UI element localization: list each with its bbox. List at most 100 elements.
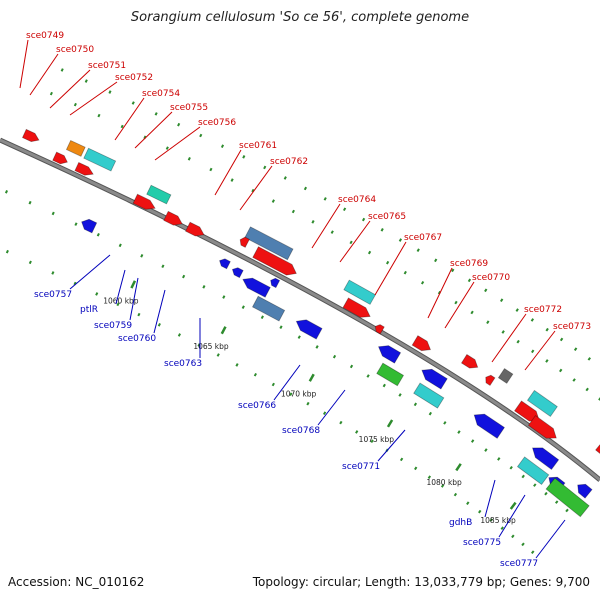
gene-forward-shape xyxy=(244,226,294,261)
forward-gene-label: sce0754 xyxy=(142,89,180,99)
reverse-gene-label: sce0768 xyxy=(282,426,320,436)
gene-forward xyxy=(163,210,183,226)
gene-forward-shape xyxy=(83,147,117,172)
forward-gene-label: sce0751 xyxy=(88,61,126,71)
forward-leader-line xyxy=(69,81,118,116)
minor-tick-inner xyxy=(509,465,513,470)
minor-tick-mid xyxy=(572,378,576,382)
minor-tick-mid xyxy=(501,330,505,334)
gene-reverse-shape xyxy=(219,258,231,270)
minor-tick-outer xyxy=(303,186,308,191)
minor-tick-mid xyxy=(230,178,234,182)
reverse-gene-label: sce0777 xyxy=(500,559,538,569)
minor-tick-inner-far xyxy=(137,312,141,317)
gene-forward xyxy=(132,193,156,210)
minor-tick-inner-far xyxy=(466,501,470,505)
minor-tick-mid xyxy=(330,230,334,234)
reverse-leader-line xyxy=(129,277,139,321)
minor-tick-inner-far xyxy=(414,466,418,471)
gene-reverse xyxy=(421,368,448,390)
minor-tick-outer xyxy=(573,347,578,351)
forward-gene-label: sce0772 xyxy=(524,305,562,315)
gene-forward xyxy=(526,389,558,417)
gene-reverse xyxy=(81,218,98,234)
gene-reverse xyxy=(219,258,231,270)
reverse-leader-line xyxy=(535,519,566,559)
gene-reverse-shape xyxy=(251,295,286,322)
minor-tick-inner xyxy=(443,421,447,425)
minor-tick-inner xyxy=(554,500,559,504)
gene-reverse xyxy=(413,382,445,409)
minor-tick-inner-far xyxy=(116,302,120,307)
minor-tick-outer xyxy=(199,133,203,138)
minor-tick-inner-far xyxy=(440,484,445,488)
minor-tick-outer xyxy=(451,268,455,273)
forward-leader-line xyxy=(154,126,201,161)
minor-tick-outer xyxy=(484,288,488,293)
minor-tick-mid xyxy=(367,250,372,255)
forward-gene-label: sce0761 xyxy=(239,141,277,151)
gene-forward-shape xyxy=(185,221,205,237)
minor-tick-inner xyxy=(222,295,226,299)
forward-leader-line xyxy=(114,97,145,141)
minor-tick-inner-far xyxy=(339,420,343,425)
forward-gene-label: sce0749 xyxy=(26,31,64,41)
minor-tick-inner-far xyxy=(253,372,257,377)
minor-tick-inner-far xyxy=(399,457,404,462)
gene-forward-shape xyxy=(527,415,557,439)
minor-tick-mid xyxy=(73,102,77,107)
forward-leader-line xyxy=(374,241,407,296)
minor-tick-inner xyxy=(96,232,100,237)
gene-forward-shape xyxy=(342,297,371,318)
gene-reverse xyxy=(270,277,281,289)
major-tick xyxy=(220,326,227,335)
reverse-leader-line xyxy=(317,389,346,426)
gene-reverse xyxy=(545,477,590,518)
minor-tick-outer xyxy=(545,327,549,332)
forward-leader-line xyxy=(239,165,273,211)
forward-gene-label: sce0755 xyxy=(170,103,208,113)
figure-title: Sorangium cellulosum 'So ce 56', complet… xyxy=(130,10,470,25)
reverse-leader-line xyxy=(484,479,496,518)
forward-leader-line xyxy=(19,39,29,89)
minor-tick-mid xyxy=(531,349,535,354)
minor-tick-mid xyxy=(486,320,490,325)
forward-leader-line xyxy=(134,111,173,149)
minor-tick-inner xyxy=(521,474,525,479)
major-tick xyxy=(308,373,315,382)
minor-tick-inner-far xyxy=(177,333,181,337)
forward-gene-label: sce0767 xyxy=(404,233,442,243)
minor-tick-mid xyxy=(420,280,425,285)
forward-leader-line xyxy=(29,53,59,96)
reverse-gene-label: sce0763 xyxy=(164,359,202,369)
reverse-leader-line xyxy=(377,429,406,462)
gene-forward-shape xyxy=(460,353,479,369)
minor-tick-outer xyxy=(263,165,267,170)
minor-tick-outer xyxy=(434,258,438,263)
gene-forward xyxy=(485,374,496,386)
minor-tick-outer xyxy=(177,122,181,127)
gene-forward xyxy=(411,335,432,352)
minor-tick-mid xyxy=(349,240,353,245)
minor-tick-inner-far xyxy=(5,249,9,254)
forward-gene-label: sce0765 xyxy=(368,212,406,222)
minor-tick-mid xyxy=(251,188,255,193)
reverse-leader-line xyxy=(153,289,166,334)
minor-tick-inner xyxy=(182,274,186,279)
reverse-gene-label: sce0766 xyxy=(238,401,276,411)
gene-forward xyxy=(21,128,40,142)
minor-tick-outer xyxy=(84,79,88,83)
minor-tick-outer xyxy=(416,248,420,252)
gene-forward-shape xyxy=(343,279,376,305)
gene-reverse xyxy=(516,456,550,486)
forward-gene-label: sce0770 xyxy=(472,273,510,283)
gene-forward xyxy=(374,324,385,335)
minor-tick-mid xyxy=(585,387,589,392)
minor-tick-outer xyxy=(323,197,327,201)
gene-reverse-shape xyxy=(577,483,593,499)
minor-tick-mid xyxy=(559,368,563,373)
gene-reverse-shape xyxy=(473,413,505,439)
major-tick xyxy=(455,463,462,472)
forward-gene-label: sce0750 xyxy=(56,45,94,55)
minor-tick-inner xyxy=(118,243,122,248)
